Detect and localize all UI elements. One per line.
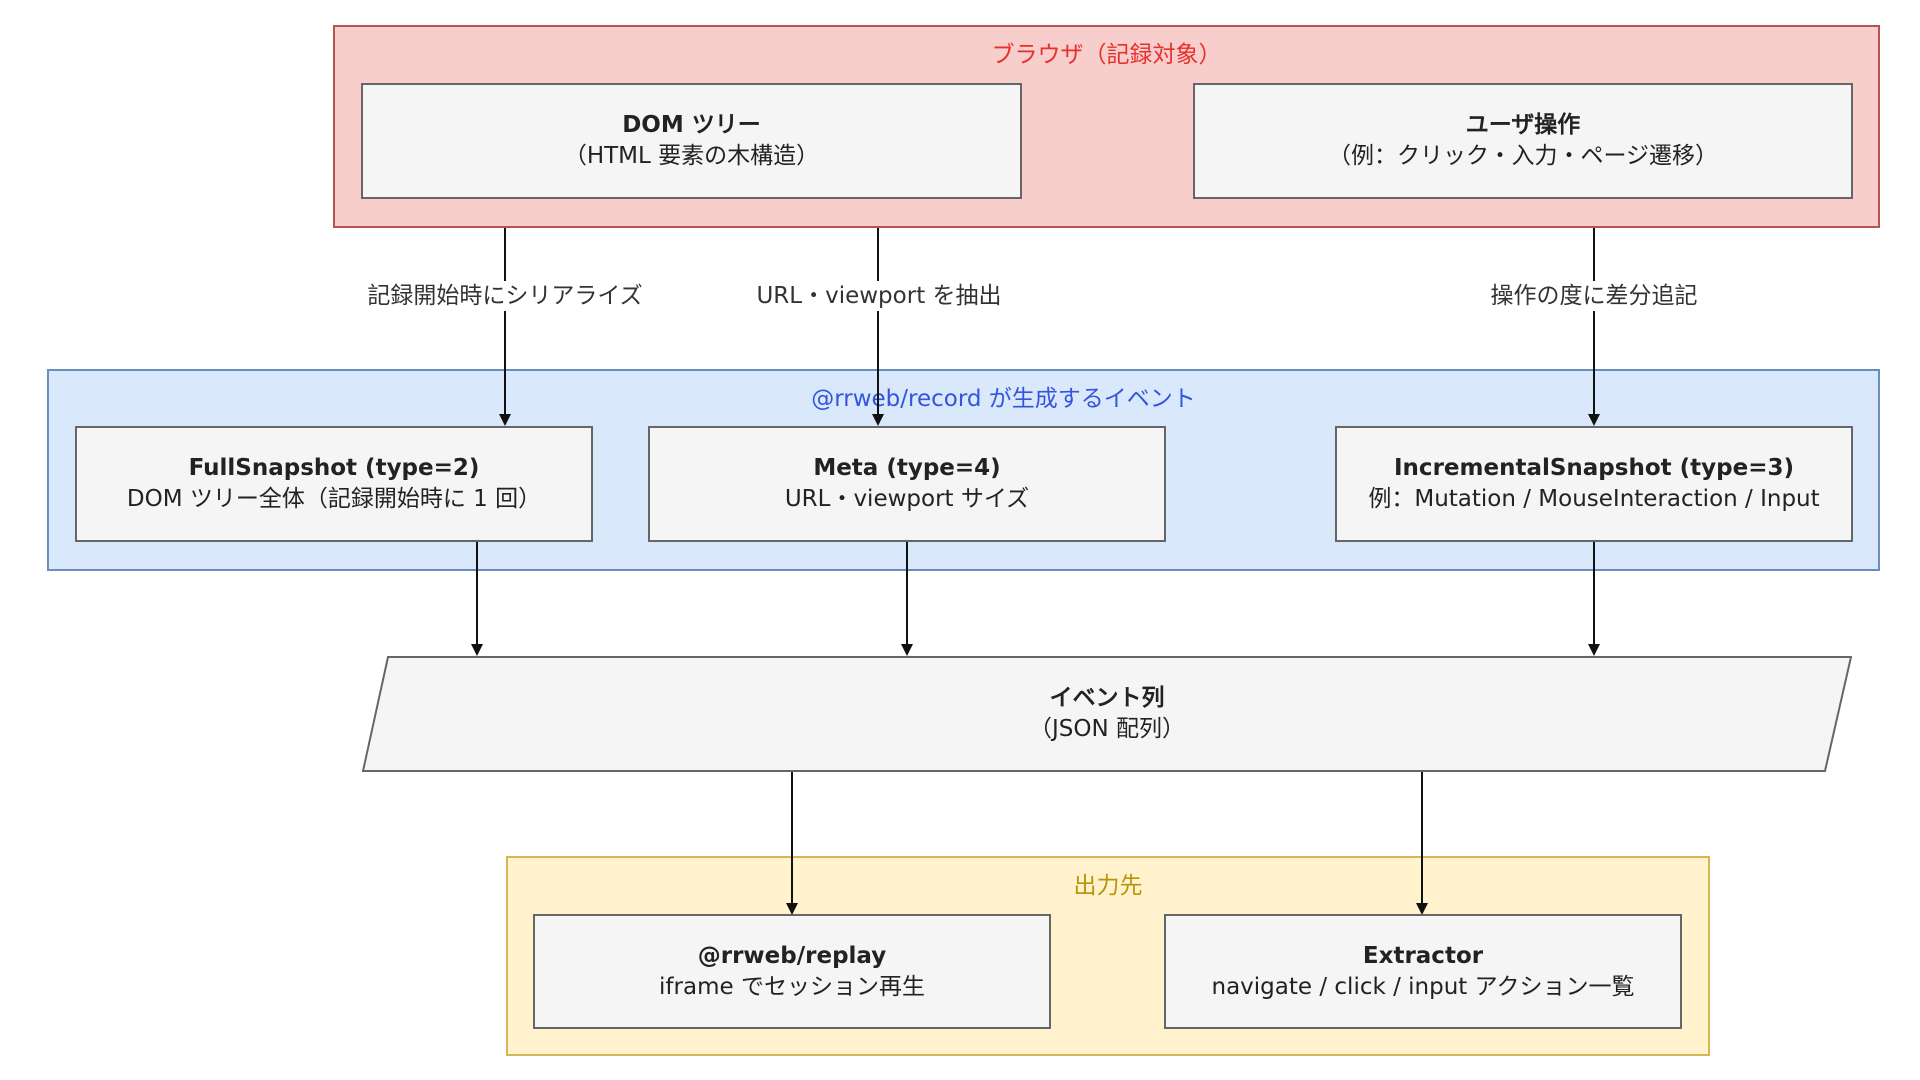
dom-tree-title: DOM ツリー <box>622 112 761 138</box>
browser-group-title: ブラウザ（記録対象） <box>991 42 1222 68</box>
record-group-title: @rrweb/record が生成するイベント <box>811 386 1196 412</box>
edge-label-serialize: 記録開始時にシリアライズ <box>350 281 660 311</box>
incremental-snapshot-title: IncrementalSnapshot (type=3) <box>1394 455 1794 481</box>
dom-tree-subtitle: （HTML 要素の木構造） <box>563 143 820 169</box>
full-snapshot-subtitle: DOM ツリー全体（記録開始時に 1 回） <box>126 486 542 512</box>
edge-label-meta: URL・viewport を抽出 <box>748 281 1010 311</box>
event-list-subtitle: （JSON 配列） <box>1028 716 1185 742</box>
edge-label-diff: 操作の度に差分追記 <box>1474 281 1714 311</box>
incremental-snapshot-subtitle: 例：Mutation / MouseInteraction / Input <box>1368 486 1820 512</box>
extractor-title: Extractor <box>1362 942 1484 969</box>
user-ops-subtitle: （例：クリック・入力・ページ遷移） <box>1327 143 1719 169</box>
meta-node: Meta (type=4) URL・viewport サイズ <box>648 426 1166 542</box>
incremental-snapshot-node: IncrementalSnapshot (type=3) 例：Mutation … <box>1335 426 1853 542</box>
user-ops-node: ユーザ操作 （例：クリック・入力・ページ遷移） <box>1193 83 1853 199</box>
extractor-node: Extractor navigate / click / input アクション… <box>1164 914 1682 1029</box>
full-snapshot-title: FullSnapshot (type=2) <box>188 455 480 481</box>
event-list-shape <box>362 656 1852 772</box>
meta-subtitle: URL・viewport サイズ <box>784 486 1030 512</box>
event-list-title: イベント列 <box>1049 685 1165 711</box>
replay-node: @rrweb/replay iframe でセッション再生 <box>533 914 1051 1029</box>
full-snapshot-node: FullSnapshot (type=2) DOM ツリー全体（記録開始時に 1… <box>75 426 593 542</box>
extractor-subtitle: navigate / click / input アクション一覧 <box>1211 973 1635 1000</box>
user-ops-title: ユーザ操作 <box>1465 112 1581 138</box>
meta-title: Meta (type=4) <box>813 455 1001 481</box>
dom-tree-node: DOM ツリー （HTML 要素の木構造） <box>361 83 1022 199</box>
output-group-title: 出力先 <box>1073 873 1143 899</box>
replay-subtitle: iframe でセッション再生 <box>659 973 925 1000</box>
event-list-node: イベント列 （JSON 配列） <box>362 656 1852 772</box>
replay-title: @rrweb/replay <box>697 942 887 969</box>
